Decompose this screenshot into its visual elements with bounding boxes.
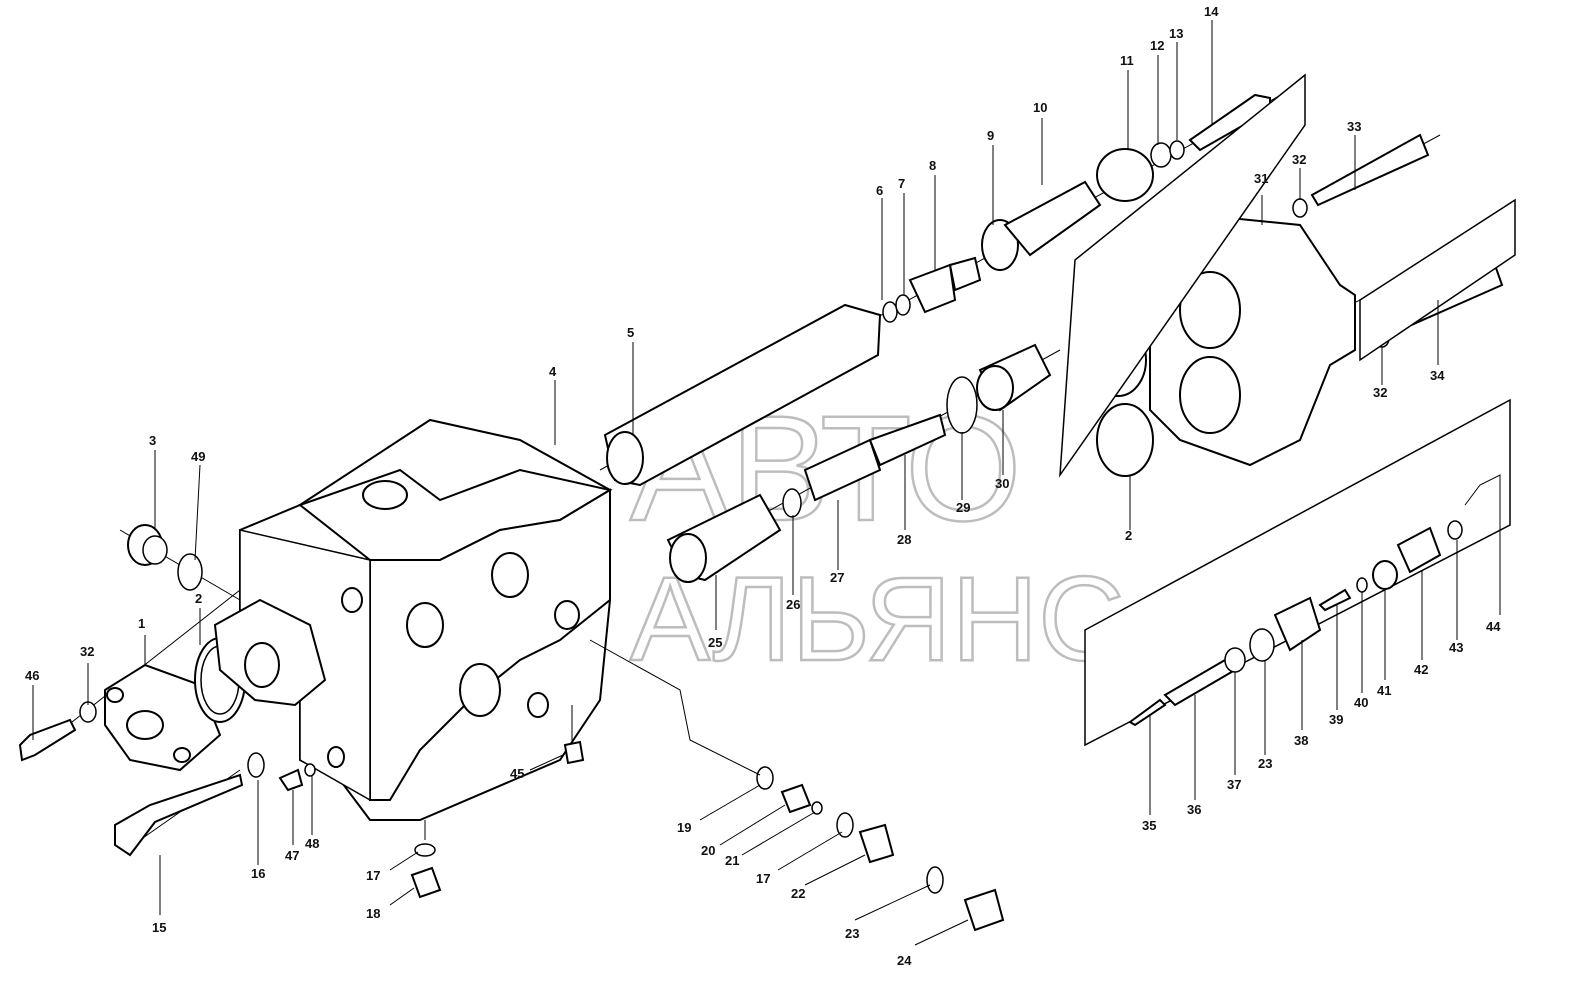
spool-assembly bbox=[603, 93, 1271, 487]
callout-19: 19 bbox=[677, 820, 691, 835]
callout-34: 34 bbox=[1430, 368, 1445, 383]
callout-23-right: 23 bbox=[1258, 756, 1272, 771]
callout-8: 8 bbox=[929, 158, 936, 173]
callout-47: 47 bbox=[285, 848, 299, 863]
callout-42: 42 bbox=[1414, 662, 1428, 677]
callout-2-right: 2 bbox=[1125, 528, 1132, 543]
callout-35: 35 bbox=[1142, 818, 1156, 833]
callout-4: 4 bbox=[549, 364, 557, 379]
callout-28: 28 bbox=[897, 532, 911, 547]
callout-23-bottom: 23 bbox=[845, 926, 859, 941]
callout-37: 37 bbox=[1227, 777, 1241, 792]
callout-32-left: 32 bbox=[80, 644, 94, 659]
callout-33: 33 bbox=[1347, 119, 1361, 134]
callout-15: 15 bbox=[152, 920, 166, 935]
callout-22: 22 bbox=[791, 886, 805, 901]
callout-1: 1 bbox=[138, 616, 145, 631]
callout-2-left: 2 bbox=[195, 591, 202, 606]
right-cover-assembly bbox=[1059, 73, 1516, 478]
callout-29: 29 bbox=[956, 500, 970, 515]
callout-3: 3 bbox=[149, 433, 156, 448]
callout-32-top: 32 bbox=[1292, 152, 1306, 167]
callout-11: 11 bbox=[1120, 53, 1134, 68]
callout-21: 21 bbox=[725, 853, 739, 868]
callout-38: 38 bbox=[1294, 733, 1308, 748]
callout-41: 41 bbox=[1377, 683, 1391, 698]
callout-14: 14 bbox=[1204, 4, 1219, 19]
callout-30: 30 bbox=[995, 476, 1009, 491]
callout-labels: 1 2 2 3 4 5 6 7 8 9 10 11 12 13 14 15 16… bbox=[25, 4, 1501, 968]
callout-27: 27 bbox=[830, 570, 844, 585]
callout-26: 26 bbox=[786, 597, 800, 612]
left-flange-assembly bbox=[18, 524, 327, 857]
callout-31: 31 bbox=[1254, 171, 1268, 186]
callout-9: 9 bbox=[987, 128, 994, 143]
callout-20: 20 bbox=[701, 843, 715, 858]
callout-44: 44 bbox=[1486, 619, 1501, 634]
callout-5: 5 bbox=[627, 325, 634, 340]
callout-25: 25 bbox=[708, 635, 722, 650]
callout-6: 6 bbox=[876, 183, 883, 198]
callout-24: 24 bbox=[897, 953, 912, 968]
callout-40: 40 bbox=[1354, 695, 1368, 710]
callout-10: 10 bbox=[1033, 100, 1047, 115]
callout-48: 48 bbox=[305, 836, 319, 851]
callout-18: 18 bbox=[366, 906, 380, 921]
callout-39: 39 bbox=[1329, 712, 1343, 727]
callout-46: 46 bbox=[25, 668, 39, 683]
callout-45: 45 bbox=[510, 766, 524, 781]
callout-12: 12 bbox=[1150, 38, 1164, 53]
callout-17-right: 17 bbox=[756, 871, 770, 886]
leader-lines bbox=[32, 20, 1501, 946]
lower-axis-assembly bbox=[666, 343, 1052, 583]
callout-16: 16 bbox=[251, 866, 265, 881]
callout-43: 43 bbox=[1449, 640, 1463, 655]
callout-7: 7 bbox=[898, 176, 905, 191]
callout-32-right: 32 bbox=[1373, 385, 1387, 400]
callout-17-left: 17 bbox=[366, 868, 380, 883]
callout-36: 36 bbox=[1187, 802, 1201, 817]
callout-49: 49 bbox=[191, 449, 205, 464]
lower-fittings bbox=[410, 740, 1005, 932]
callout-13: 13 bbox=[1169, 26, 1183, 41]
relief-valve-assembly bbox=[1084, 398, 1511, 747]
